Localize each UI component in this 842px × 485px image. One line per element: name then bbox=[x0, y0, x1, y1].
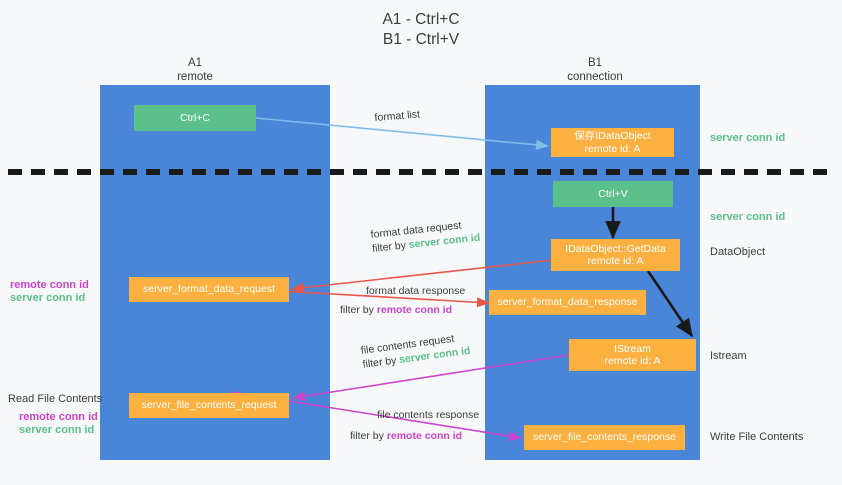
label-format-data-request-filter-prefix: filter by bbox=[371, 239, 410, 255]
annotation-remote-conn-id-1: remote conn id bbox=[10, 279, 89, 291]
box-server-format-data-request-label: server_format_data_request bbox=[143, 283, 275, 296]
box-server-file-contents-response-label: server_file_contents_response bbox=[532, 431, 676, 444]
box-ctrl-c-label: Ctrl+C bbox=[179, 111, 211, 124]
box-ctrl-c[interactable]: Ctrl+C bbox=[134, 105, 256, 131]
annotation-server-conn-id-1: server conn id bbox=[10, 292, 86, 304]
label-format-data-response: format data response filter by remote co… bbox=[340, 284, 466, 317]
label-format-data-response-text: format data response bbox=[366, 285, 466, 297]
swimlane-b1-name: B1 bbox=[587, 57, 603, 69]
label-file-contents-response-filter-value: remote conn id bbox=[386, 430, 463, 442]
box-istream-line1: IStream bbox=[614, 342, 651, 355]
box-server-file-contents-request[interactable]: server_file_contents_request bbox=[129, 393, 289, 418]
annotation-server-conn-id-mid: server conn id bbox=[710, 211, 786, 223]
label-file-contents-response: file contents response filter by remote … bbox=[350, 408, 480, 443]
box-idataobject-getdata-line1: IDataObject::GetData bbox=[565, 242, 666, 255]
diagram-title: A1 - Ctrl+C B1 - Ctrl+V bbox=[0, 10, 842, 50]
arrow-file-contents-request bbox=[292, 354, 570, 402]
box-server-format-data-response-label: server_format_data_response bbox=[497, 296, 638, 309]
arrow-getdata-to-istream bbox=[646, 270, 694, 338]
title-line-2: B1 - Ctrl+V bbox=[382, 31, 460, 48]
annotation-read-file-contents: Read File Contents bbox=[8, 393, 103, 405]
annotation-dataobject: DataObject bbox=[710, 246, 766, 258]
annotation-write-file-contents: Write File Contents bbox=[710, 431, 804, 443]
annotation-server-conn-id-2: server conn id bbox=[19, 424, 95, 436]
box-idataobject-getdata-line2: remote id: A bbox=[587, 255, 644, 267]
box-server-format-data-request[interactable]: server_format_data_request bbox=[129, 277, 289, 302]
box-server-file-contents-request-label: server_file_contents_request bbox=[141, 399, 277, 412]
swimlane-a1-sub: remote bbox=[177, 70, 213, 83]
swimlane-a1-name: A1 bbox=[187, 57, 203, 69]
box-istream[interactable]: IStream remote id: A bbox=[569, 339, 696, 371]
box-save-dataobject-line1: 保存IDataObject bbox=[574, 130, 651, 142]
box-ctrl-v-label: Ctrl+V bbox=[598, 187, 628, 200]
box-idataobject-getdata[interactable]: IDataObject::GetData remote id: A bbox=[551, 239, 680, 271]
arrow-format-list bbox=[255, 117, 549, 150]
swimlane-b1-sub: connection bbox=[567, 70, 623, 83]
swimlane-a1-header: A1 remote bbox=[145, 57, 245, 84]
annotation-istream: Istream bbox=[710, 350, 747, 362]
arrow-format-data-request bbox=[291, 259, 554, 293]
label-format-data-response-filter-prefix: filter by bbox=[340, 304, 377, 316]
label-file-contents-response-filter-prefix: filter by bbox=[350, 430, 387, 442]
label-format-data-response-filter-value: remote conn id bbox=[376, 304, 453, 316]
box-server-file-contents-response[interactable]: server_file_contents_response bbox=[524, 425, 685, 450]
annotation-remote-conn-id-2: remote conn id bbox=[19, 411, 98, 423]
box-ctrl-v[interactable]: Ctrl+V bbox=[553, 181, 673, 207]
title-line-1: A1 - Ctrl+C bbox=[382, 11, 460, 28]
box-istream-line2: remote id: A bbox=[604, 355, 661, 367]
box-save-dataobject[interactable]: 保存IDataObject remote id: A bbox=[551, 128, 674, 157]
label-format-list-text: format list bbox=[374, 108, 421, 124]
swimlane-b1-header: B1 connection bbox=[545, 57, 645, 84]
box-save-dataobject-line2: remote id: A bbox=[584, 142, 641, 155]
annotation-server-conn-id-top: server conn id bbox=[710, 132, 786, 144]
label-file-contents-response-text: file contents response bbox=[377, 409, 480, 421]
box-server-format-data-response[interactable]: server_format_data_response bbox=[489, 290, 646, 315]
